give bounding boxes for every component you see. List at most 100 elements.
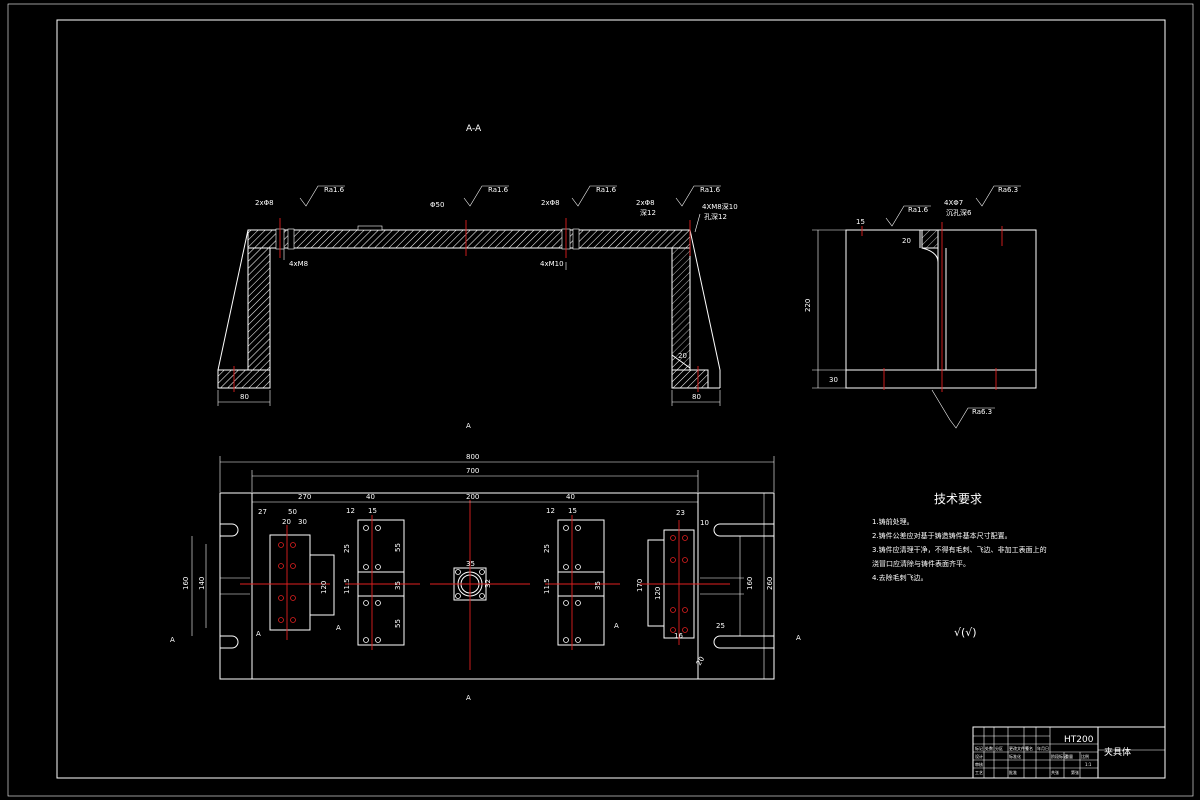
svg-text:Ra6.3: Ra6.3: [972, 408, 992, 416]
svg-text:Ra6.3: Ra6.3: [998, 186, 1018, 194]
svg-text:16: 16: [674, 632, 683, 640]
svg-text:审核: 审核: [975, 761, 983, 767]
svg-text:12: 12: [546, 507, 555, 515]
svg-text:4xM10: 4xM10: [540, 260, 564, 268]
svg-text:深12: 深12: [640, 208, 656, 217]
svg-text:Ra1.6: Ra1.6: [324, 186, 345, 194]
plan-dims: 800 700 270 200 40 40 27 50 20 30 12 15 …: [182, 453, 775, 679]
svg-text:A: A: [614, 622, 619, 630]
svg-text:25: 25: [543, 544, 551, 553]
svg-text:30: 30: [298, 518, 307, 526]
svg-text:120: 120: [320, 581, 328, 594]
svg-text:260: 260: [766, 577, 774, 590]
svg-text:15: 15: [368, 507, 377, 515]
svg-text:Ra1.6: Ra1.6: [596, 186, 617, 194]
svg-text:4XM8深10: 4XM8深10: [702, 202, 738, 211]
svg-text:40: 40: [366, 493, 375, 501]
svg-text:处数: 处数: [985, 745, 993, 751]
view-marks: A A A A A A A: [170, 422, 801, 702]
svg-text:20: 20: [695, 655, 706, 667]
tech-req-item-3: 3.铸件应清理干净，不得有毛刺、飞边、非加工表面上的: [872, 545, 1047, 554]
svg-text:220: 220: [804, 299, 812, 312]
svg-text:沉孔深6: 沉孔深6: [946, 208, 972, 217]
svg-text:Ra1.6: Ra1.6: [488, 186, 509, 194]
svg-text:35: 35: [466, 560, 475, 568]
svg-text:批准: 批准: [1009, 769, 1017, 775]
svg-text:140: 140: [198, 577, 206, 590]
svg-text:23: 23: [676, 509, 685, 517]
svg-text:120: 120: [654, 587, 662, 600]
material-code: HT200: [1064, 735, 1094, 745]
svg-text:11.5: 11.5: [543, 578, 551, 594]
svg-text:比例: 比例: [1081, 753, 1089, 759]
tech-req-item-5: 4.去除毛刺飞边。: [872, 573, 928, 582]
svg-text:80: 80: [240, 393, 249, 401]
outer-border: [7, 3, 1194, 797]
side-view: 220 30 15 20 Ra1.6 Ra6.3 4XΦ7 沉孔深6 Ra6.3: [804, 185, 1037, 429]
svg-text:20: 20: [282, 518, 291, 526]
svg-text:35: 35: [394, 581, 402, 590]
svg-text:55: 55: [394, 619, 402, 628]
svg-text:设计: 设计: [975, 753, 983, 759]
tech-req-title: 技术要求: [934, 492, 982, 506]
tech-req-item-4: 浇冒口应清除与铸件表面齐平。: [872, 559, 970, 568]
svg-text:4XΦ7: 4XΦ7: [944, 199, 963, 207]
svg-text:孔深12: 孔深12: [704, 212, 727, 221]
section-label: A-A: [466, 124, 482, 134]
svg-text:共张: 共张: [1051, 769, 1059, 775]
svg-text:12: 12: [346, 507, 355, 515]
svg-text:更改文件号: 更改文件号: [1009, 745, 1029, 751]
svg-text:Ra1.6: Ra1.6: [908, 206, 929, 214]
svg-text:A: A: [796, 634, 801, 642]
part-name: 夹具体: [1104, 746, 1131, 758]
svg-text:2xΦ8: 2xΦ8: [541, 199, 560, 207]
svg-text:A: A: [466, 694, 471, 702]
svg-text:重量: 重量: [1065, 753, 1073, 759]
svg-text:标记: 标记: [975, 745, 983, 751]
svg-text:工艺: 工艺: [975, 770, 983, 775]
svg-text:10: 10: [700, 519, 709, 527]
plan-view: [219, 492, 775, 680]
svg-text:15: 15: [568, 507, 577, 515]
hole-callouts: 2xΦ8 Φ50 2xΦ8 2xΦ8 4XM8深10 孔深12 深12 4xM8…: [255, 199, 738, 270]
svg-text:270: 270: [298, 493, 311, 501]
svg-text:分区: 分区: [995, 745, 1003, 751]
svg-text:160: 160: [182, 577, 190, 590]
svg-text:年月日: 年月日: [1037, 745, 1049, 751]
title-block: HT200 夹具体 标记 处数 分区 更改文件号 签名 年月日 设计 标准化 阶…: [972, 726, 1166, 779]
svg-text:A: A: [466, 422, 471, 430]
svg-text:A: A: [336, 624, 341, 632]
inner-border: [56, 19, 1166, 779]
svg-text:A: A: [170, 636, 175, 644]
tech-req-item-1: 1.铸前处理。: [872, 517, 914, 526]
svg-text:25: 25: [343, 544, 351, 553]
svg-text:200: 200: [466, 493, 479, 501]
tech-requirements: 技术要求 1.铸前处理。 2.铸件公差应对基于铸造铸件基本尺寸配置。 3.铸件应…: [872, 492, 1047, 639]
svg-text:11.5: 11.5: [343, 578, 351, 594]
svg-text:A: A: [256, 630, 261, 638]
svg-text:700: 700: [466, 467, 479, 475]
general-roughness: √(√): [954, 626, 977, 639]
svg-text:800: 800: [466, 453, 479, 461]
section-dims: 80 80 20: [217, 352, 721, 406]
svg-text:Ra1.6: Ra1.6: [700, 186, 721, 194]
svg-text:签名: 签名: [1025, 745, 1033, 751]
tech-req-item-2: 2.铸件公差应对基于铸造铸件基本尺寸配置。: [872, 531, 1012, 540]
svg-text:2xΦ8: 2xΦ8: [636, 199, 655, 207]
svg-text:20: 20: [902, 237, 911, 245]
section-view: [217, 218, 721, 392]
svg-text:55: 55: [394, 543, 402, 552]
roughness-marks: Ra1.6 Ra1.6 Ra1.6 Ra1.6: [299, 185, 721, 207]
svg-text:32: 32: [484, 579, 492, 588]
svg-text:80: 80: [692, 393, 701, 401]
svg-text:4xM8: 4xM8: [289, 260, 308, 268]
svg-text:阶段标记: 阶段标记: [1051, 753, 1067, 759]
svg-text:27: 27: [258, 508, 267, 516]
svg-text:1:1: 1:1: [1085, 762, 1092, 767]
svg-text:第张: 第张: [1071, 769, 1079, 775]
svg-text:标准化: 标准化: [1009, 753, 1021, 759]
svg-text:Φ50: Φ50: [430, 201, 444, 209]
svg-text:15: 15: [856, 218, 865, 226]
svg-text:20: 20: [678, 352, 687, 360]
